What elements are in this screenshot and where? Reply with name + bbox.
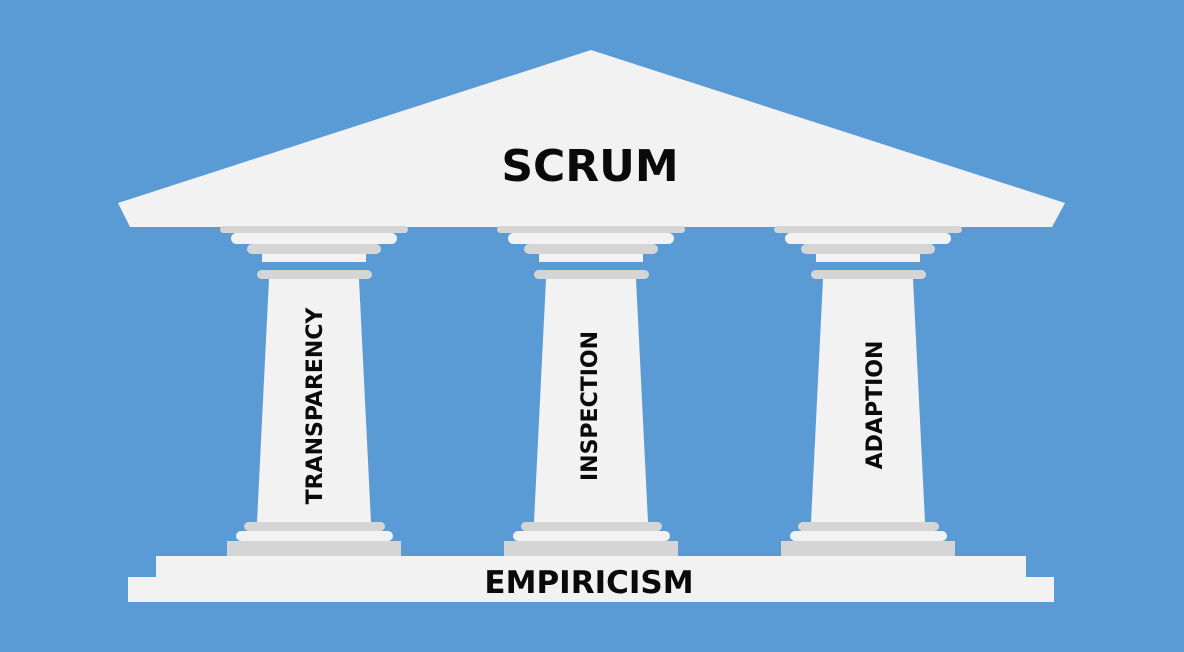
capital-ring bbox=[524, 244, 658, 254]
pillar-plinth bbox=[227, 541, 401, 557]
pillar-shaft bbox=[534, 279, 648, 522]
pillar-base-ring bbox=[513, 531, 670, 541]
capital-plate bbox=[220, 226, 408, 233]
capital-neck bbox=[539, 254, 643, 262]
capital-ring bbox=[231, 233, 397, 244]
pillar-transparency: TRANSPARENCY bbox=[220, 226, 408, 557]
pillar-adaption: ADAPTION bbox=[774, 226, 962, 557]
pillar-label-transparency: TRANSPARENCY bbox=[303, 307, 328, 505]
capital-ring bbox=[785, 233, 951, 244]
pillar-base-ring bbox=[521, 522, 662, 531]
pillar-shaft bbox=[811, 279, 925, 522]
capital-ring bbox=[801, 244, 935, 254]
pillar-base-ring bbox=[798, 522, 939, 531]
capital-plate bbox=[497, 226, 685, 233]
capital-collar bbox=[811, 270, 926, 279]
pillar-base-ring bbox=[790, 531, 947, 541]
base-step-lower bbox=[128, 577, 1054, 602]
base-step-upper bbox=[156, 556, 1026, 578]
capital-plate bbox=[774, 226, 962, 233]
capital-ring bbox=[508, 233, 674, 244]
capital-collar bbox=[534, 270, 649, 279]
roof-title: SCRUM bbox=[501, 141, 678, 192]
capital-ring bbox=[247, 244, 381, 254]
pillar-plinth bbox=[781, 541, 955, 557]
capital-collar bbox=[257, 270, 372, 279]
pillar-label-inspection: INSPECTION bbox=[578, 331, 603, 481]
pillar-plinth bbox=[504, 541, 678, 557]
pillar-base-ring bbox=[244, 522, 385, 531]
capital-neck bbox=[816, 254, 920, 262]
pillar-inspection: INSPECTION bbox=[497, 226, 685, 557]
pillar-label-adaption: ADAPTION bbox=[863, 341, 888, 470]
pillar-base-ring bbox=[236, 531, 393, 541]
base-title: EMPIRICISM bbox=[484, 565, 693, 601]
pillar-shaft bbox=[257, 279, 371, 522]
roof-pediment bbox=[118, 50, 1065, 227]
capital-neck bbox=[262, 254, 366, 262]
